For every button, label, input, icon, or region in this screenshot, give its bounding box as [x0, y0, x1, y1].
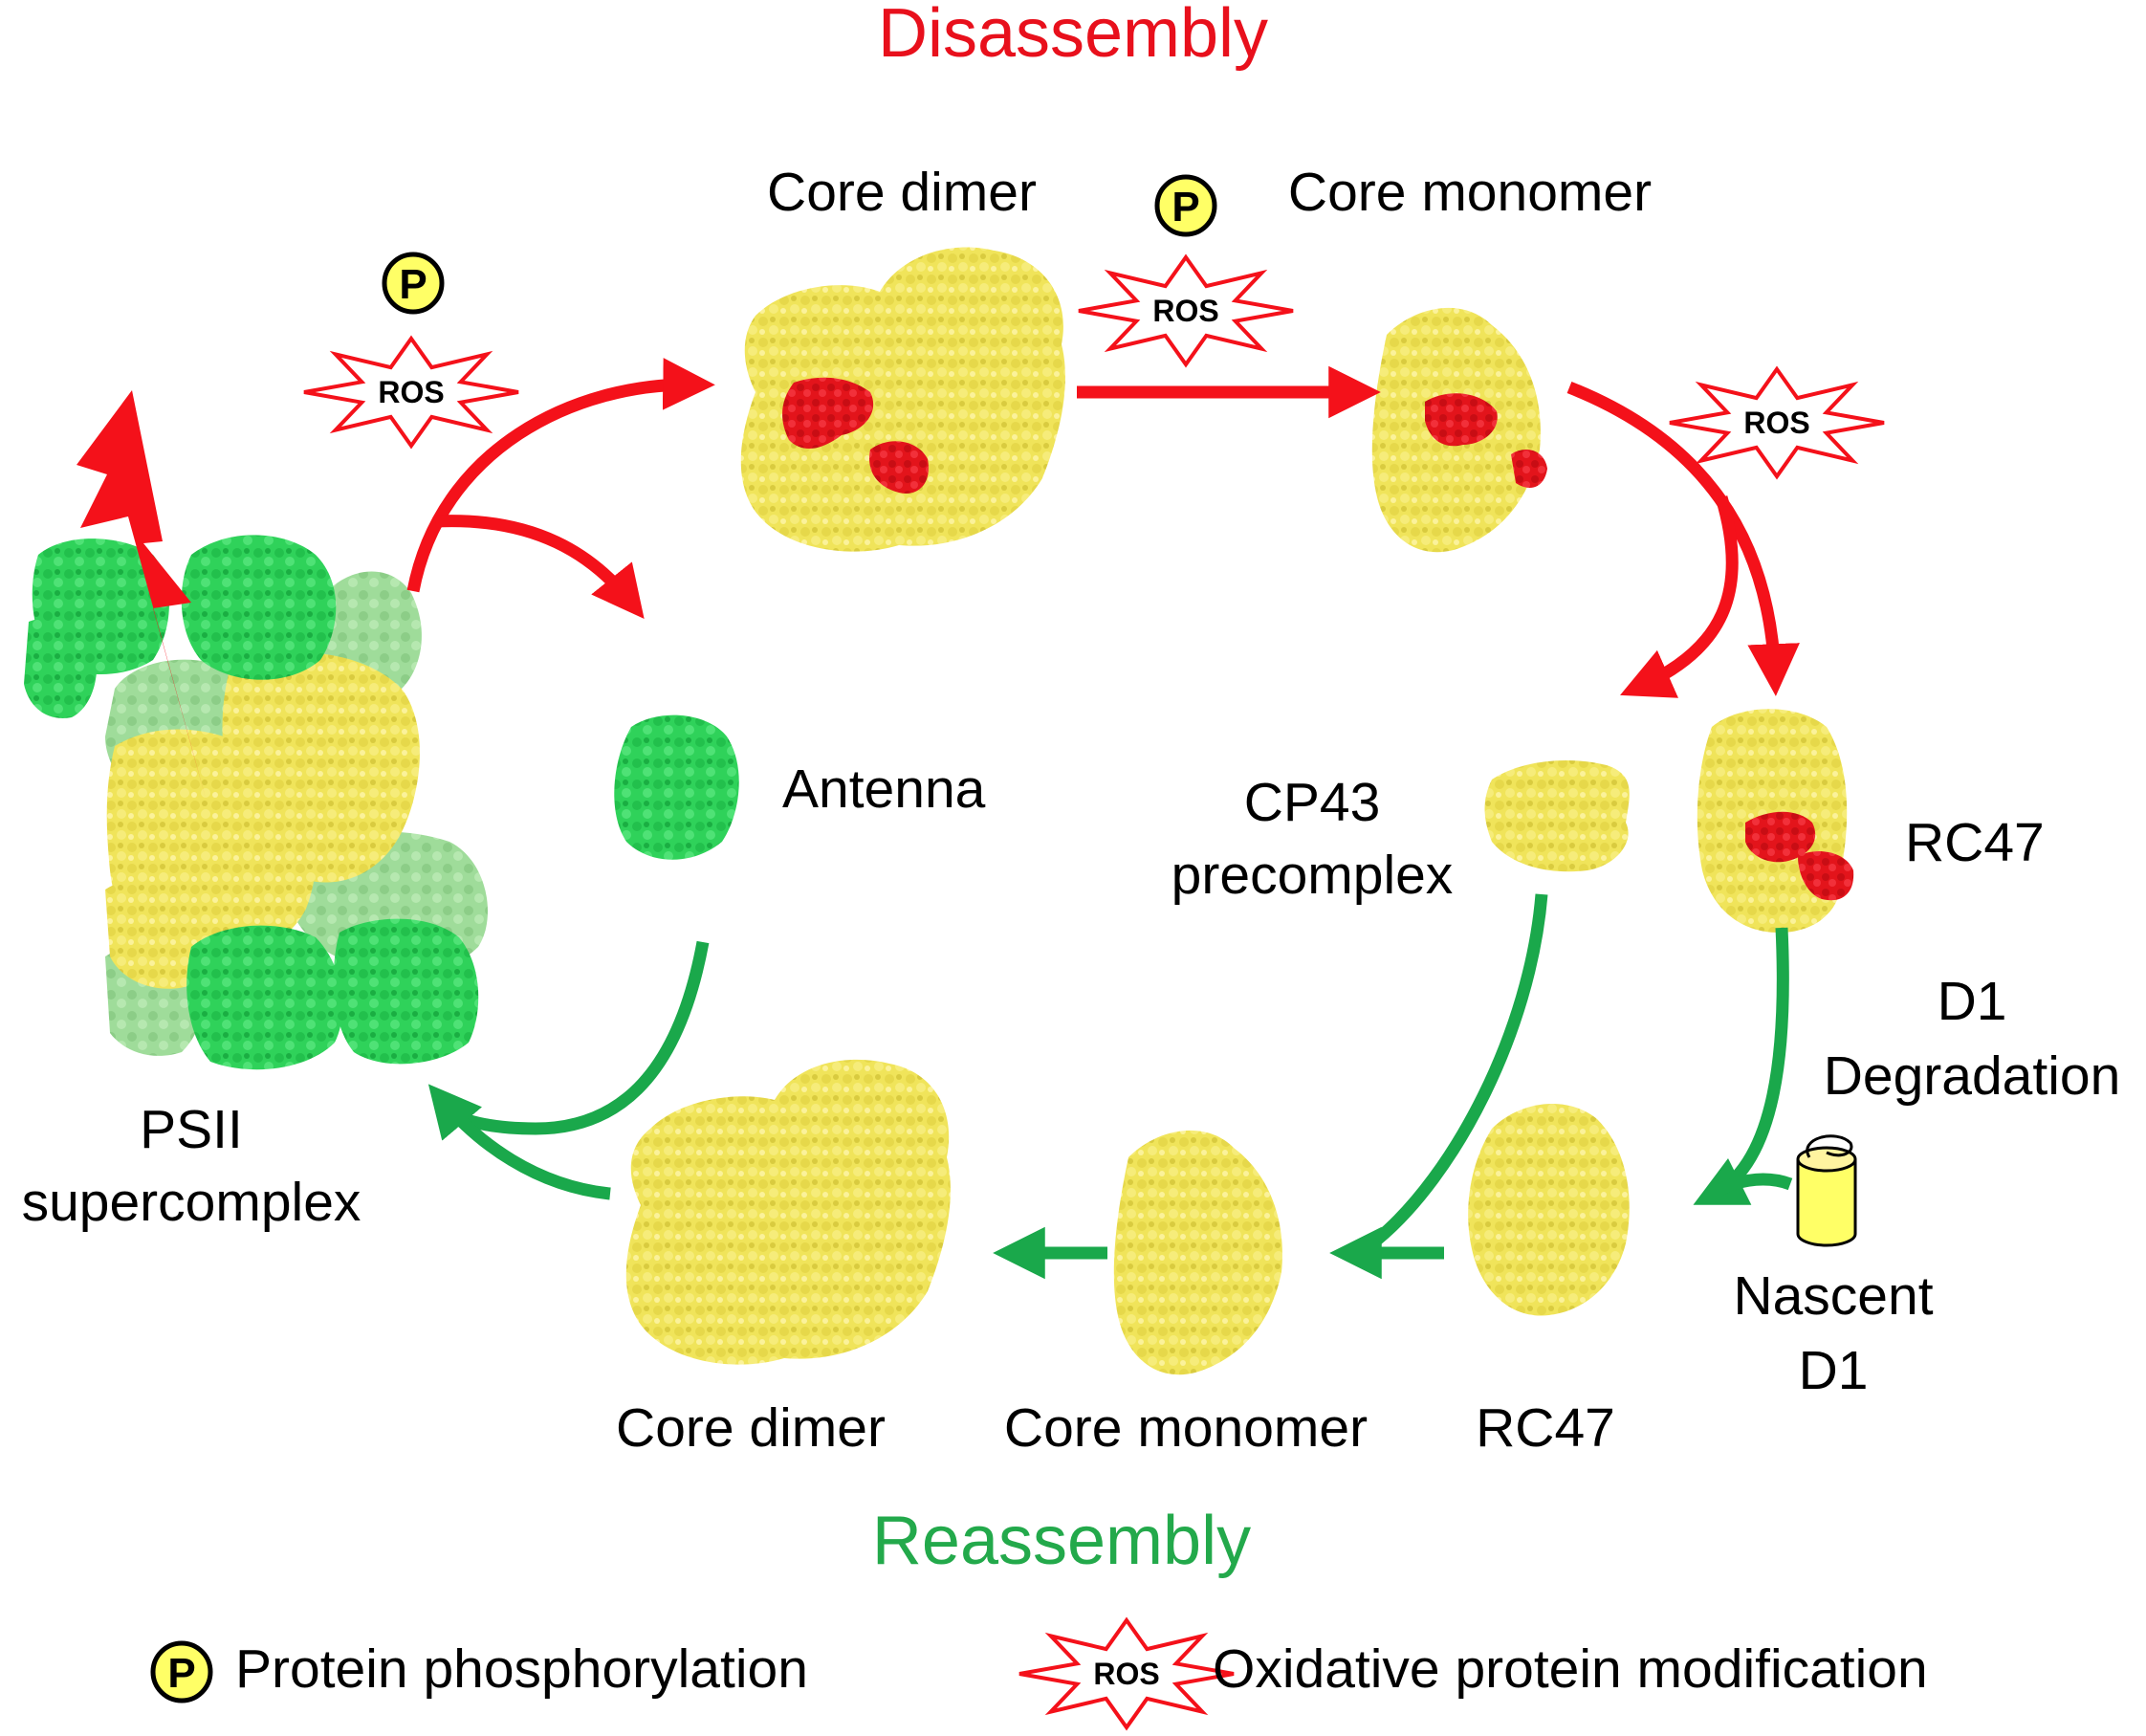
rc47-label-right: RC47 [1905, 812, 2045, 873]
arrow-monomer-to-cp43 [1620, 495, 1739, 698]
phosphorylation-badge-left: P [382, 252, 445, 315]
core-dimer-structure-top [740, 247, 1065, 552]
ros-starburst-legend: ROS [1018, 1616, 1235, 1731]
antenna-structure [614, 714, 739, 860]
ros-star-shape [1078, 253, 1294, 368]
ros-starburst-top: ROS [1078, 253, 1294, 368]
cp43-precomplex-label-line2: precomplex [1171, 845, 1454, 906]
psii-supercomplex-structure [24, 390, 488, 1070]
ros-label: ROS [1093, 1657, 1159, 1691]
ros-label: ROS [378, 375, 444, 409]
arrow-psii-to-antenna [434, 515, 645, 620]
legend-phosphorylation-label: Protein phosphorylation [235, 1638, 808, 1700]
arrow-antenna-to-psii [441, 940, 710, 1135]
psii-supercomplex-label-line1: PSII [140, 1099, 243, 1160]
arrow-cp43-to-monomer [1372, 893, 1548, 1245]
ros-star-shape [1669, 365, 1885, 480]
ros-starburst-left: ROS [303, 335, 519, 450]
core-monomer-label-bottom: Core monomer [1003, 1397, 1369, 1459]
phosphorylation-badge-top: P [1154, 174, 1217, 237]
svg-text:P: P [1172, 184, 1199, 231]
disassembly-title: Disassembly [877, 0, 1269, 72]
antenna-label: Antenna [782, 758, 986, 820]
core-monomer-structure-bottom [1113, 1130, 1282, 1375]
core-dimer-structure-bottom [625, 1059, 951, 1365]
cp43-precomplex-structure [1484, 760, 1630, 872]
arrow-psii-to-core-dimer [406, 358, 715, 593]
d1-degradation-label-line1: D1 [1937, 971, 2007, 1032]
core-dimer-label-bottom: Core dimer [616, 1397, 886, 1459]
nascent-d1-label-line2: D1 [1798, 1340, 1869, 1401]
svg-text:P: P [167, 1650, 195, 1697]
rc47-structure-bottom [1468, 1103, 1630, 1316]
phosphorylation-badge-legend: P [150, 1640, 213, 1703]
nascent-d1-cylinder-icon [1796, 1134, 1857, 1247]
lightning-bolt-icon [77, 390, 207, 802]
ros-star-shape [303, 335, 519, 450]
reassembly-arrows [427, 893, 1793, 1280]
core-dimer-label-top: Core dimer [767, 162, 1037, 223]
core-monomer-structure-top [1371, 307, 1547, 553]
d1-degradation-label-line2: Degradation [1823, 1045, 2121, 1107]
reassembly-title: Reassembly [871, 1503, 1252, 1579]
arrow-rc47-damaged-to-rc47 [1693, 927, 1789, 1205]
legend-ros-label: Oxidative protein modification [1213, 1638, 1928, 1700]
cp43-precomplex-label-line1: CP43 [1243, 772, 1381, 833]
rc47-label-bottom: RC47 [1476, 1397, 1615, 1459]
arrow-core-dimer-to-psii [427, 1084, 611, 1200]
ros-label: ROS [1743, 406, 1809, 440]
ros-starburst-right: ROS [1669, 365, 1885, 480]
ros-label: ROS [1152, 294, 1218, 328]
ros-star-shape [1018, 1616, 1235, 1731]
core-monomer-label-top: Core monomer [1287, 162, 1653, 223]
arrow-nascent-d1-to-rc47 [1707, 1173, 1793, 1201]
rc47-structure-damaged [1697, 709, 1854, 933]
nascent-d1-label-line1: Nascent [1733, 1265, 1934, 1327]
svg-text:P: P [399, 261, 427, 308]
psii-supercomplex-label-line2: supercomplex [21, 1172, 361, 1233]
disassembly-arrows [406, 358, 1800, 698]
